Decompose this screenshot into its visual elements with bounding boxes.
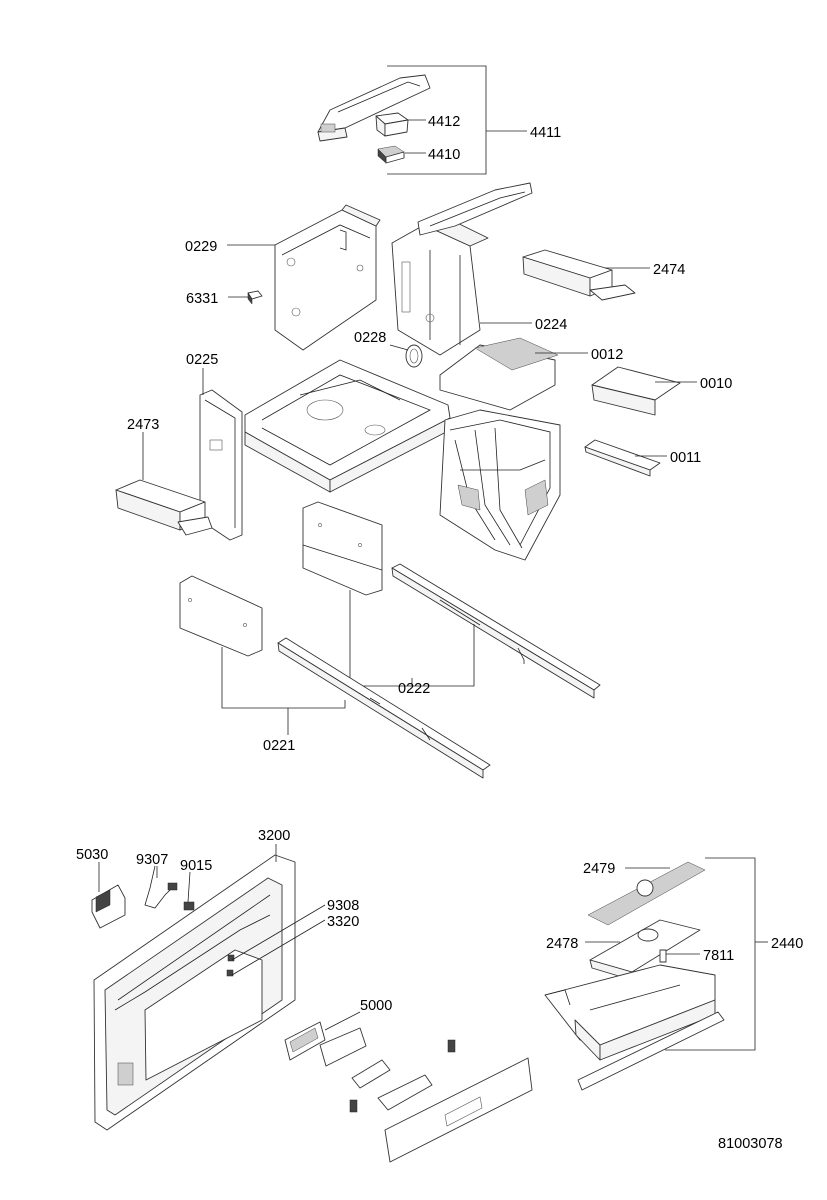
- part-2473-tray: [115, 479, 213, 536]
- part-2479-grid: [587, 861, 706, 926]
- part-5000-module: [284, 1021, 367, 1067]
- part-2440-drip-tray-body: [544, 964, 716, 1061]
- label-0225: 0225: [186, 352, 218, 368]
- label-2440: 2440: [771, 936, 803, 952]
- part-0011-strip: [584, 439, 661, 477]
- bracket-0221: [221, 647, 346, 709]
- part-5000-bezel: [349, 1039, 456, 1113]
- label-9015: 9015: [180, 858, 212, 874]
- part-0221-rail: [277, 637, 491, 779]
- part-3200-front-frame: [93, 854, 296, 1131]
- label-2478: 2478: [546, 936, 578, 952]
- part-9307-cable: [144, 865, 178, 909]
- part-4412-cap: [375, 112, 409, 137]
- label-7811: 7811: [703, 948, 734, 964]
- part-0229-side-panel: [274, 204, 381, 351]
- part-0222-rail: [391, 563, 601, 699]
- label-3320: 3320: [327, 914, 359, 930]
- leader-3320: [231, 919, 326, 976]
- leader-5000: [324, 1011, 361, 1031]
- leader-9308: [231, 904, 326, 961]
- leader-9015: [187, 871, 191, 903]
- label-0228: 0228: [354, 330, 386, 346]
- label-2473: 2473: [127, 417, 159, 433]
- leader-0228: [389, 344, 409, 351]
- label-0012: 0012: [591, 347, 623, 363]
- bracket-2440: [665, 857, 756, 1051]
- part-2440-front-strip: [577, 1011, 725, 1091]
- part-6331-clip: [247, 290, 263, 305]
- part-base-chassis: [244, 359, 451, 493]
- label-2479: 2479: [583, 861, 615, 877]
- label-9307: 9307: [136, 852, 168, 868]
- part-5000-front-strip: [384, 1057, 533, 1163]
- label-4411: 4411: [530, 125, 561, 141]
- part-0012-lid: [439, 337, 559, 411]
- label-3200: 3200: [258, 828, 290, 844]
- part-0221-panel: [179, 575, 263, 657]
- part-5030-board: [91, 884, 126, 929]
- label-0222: 0222: [398, 681, 430, 697]
- part-0225-panel: [199, 389, 243, 541]
- label-9308: 9308: [327, 898, 359, 914]
- part-0222-panel: [302, 501, 383, 596]
- bracket-4411: [387, 65, 487, 175]
- part-4411-handle: [317, 74, 431, 142]
- part-0224-panel: [391, 215, 489, 356]
- part-2474-tray: [522, 249, 636, 301]
- part-main-frame: [439, 409, 561, 561]
- label-4410: 4410: [428, 147, 460, 163]
- part-0228-gasket: [405, 344, 423, 368]
- label-6331: 6331: [186, 291, 218, 307]
- label-0224: 0224: [535, 317, 567, 333]
- label-5000: 5000: [360, 998, 392, 1014]
- part-0224-top-rail: [417, 182, 533, 236]
- drawing-number: 81003078: [718, 1136, 783, 1152]
- part-9015-connector: [183, 901, 195, 911]
- label-0221: 0221: [263, 738, 295, 754]
- label-0010: 0010: [700, 376, 732, 392]
- part-4410-grille: [377, 145, 405, 164]
- part-0010-cover: [591, 366, 681, 416]
- label-5030: 5030: [76, 847, 108, 863]
- label-2474: 2474: [653, 262, 685, 278]
- part-7811-pin: [659, 949, 667, 963]
- label-0011: 0011: [670, 450, 701, 466]
- label-4412: 4412: [428, 114, 460, 130]
- label-0229: 0229: [185, 239, 217, 255]
